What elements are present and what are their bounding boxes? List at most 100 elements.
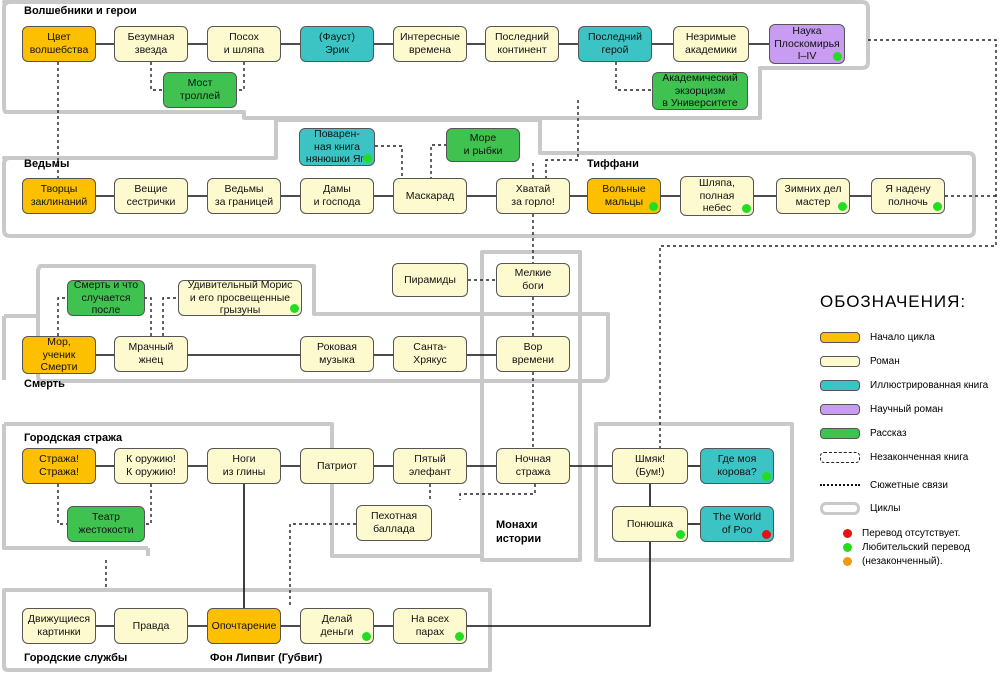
book-node[interactable]: На всех парах: [393, 608, 467, 644]
book-title: Зимних дел мастер: [784, 183, 842, 208]
book-node[interactable]: Мрачный жнец: [114, 336, 188, 372]
book-node[interactable]: Вор времени: [496, 336, 570, 372]
book-node[interactable]: Патриот: [300, 448, 374, 484]
book-node[interactable]: Мелкие боги: [496, 263, 570, 297]
book-title: Безумная звезда: [127, 31, 175, 56]
book-node[interactable]: Вольные мальцы: [587, 178, 661, 214]
legend-note-red: Перевод отсутствует.: [843, 528, 960, 539]
legend-label: Рассказ: [870, 427, 907, 439]
book-node[interactable]: Шмяк! (Бум!): [612, 448, 688, 484]
book-node[interactable]: К оружию! К оружию!: [114, 448, 188, 484]
book-node[interactable]: Смерть и что случается после: [67, 279, 145, 316]
plot-link: [57, 297, 67, 336]
book-node[interactable]: Делай деньги: [300, 608, 374, 644]
book-title: Движущиеся картинки: [27, 613, 91, 638]
book-node[interactable]: Театр жестокости: [67, 506, 145, 542]
book-node[interactable]: Поварен- ная книга нянюшки Ягг: [299, 128, 375, 166]
plot-link: [459, 484, 536, 500]
book-node[interactable]: Зимних дел мастер: [776, 178, 850, 214]
book-title: Вещие сестрички: [126, 183, 176, 208]
book-node[interactable]: Стража! Стража!: [22, 448, 96, 484]
plot-link: [659, 39, 997, 448]
green-dot-icon: [362, 632, 371, 641]
book-node[interactable]: Санта- Хрякус: [393, 336, 467, 372]
plot-link: [57, 484, 67, 525]
legend-label: Иллюстрированная книга: [870, 379, 989, 391]
book-node[interactable]: Мор, ученик Смерти: [22, 336, 96, 374]
plot-link: [145, 484, 152, 525]
cycle-label-death: Смерть: [24, 378, 65, 390]
book-node[interactable]: Дамы и господа: [300, 178, 374, 214]
cycle-label-wizards: Волшебники и герои: [24, 5, 137, 17]
book-title: Творцы заклинаний: [30, 183, 88, 208]
plot-link: [430, 144, 483, 178]
cycle-label-moist-von-lipwig: Фон Липвиг (Губвиг): [210, 652, 323, 664]
book-node[interactable]: Интересные времена: [393, 26, 467, 62]
book-title: Последний континент: [494, 31, 550, 56]
book-node[interactable]: Понюшка: [612, 506, 688, 542]
book-node[interactable]: Безумная звезда: [114, 26, 188, 62]
book-title: К оружию! К оружию!: [126, 453, 176, 478]
legend-label: Сюжетные связи: [870, 479, 948, 491]
book-title: Делай деньги: [320, 613, 354, 638]
legend-item-story: Рассказ: [820, 426, 907, 440]
book-node[interactable]: Незримые академики: [673, 26, 749, 62]
book-node[interactable]: Цвет волшебства: [22, 26, 96, 62]
book-node[interactable]: Мост троллей: [163, 72, 237, 108]
book-node[interactable]: The World of Poo: [700, 506, 774, 542]
book-title: The World of Poo: [712, 511, 762, 536]
book-node[interactable]: Последний герой: [578, 26, 652, 62]
legend-item-novel: Роман: [820, 354, 900, 368]
book-node[interactable]: Пирамиды: [392, 263, 468, 297]
book-node[interactable]: Хватай за горло!: [496, 178, 570, 214]
book-title: Правда: [132, 619, 170, 632]
plot-link: [150, 62, 163, 91]
sequence-line: [467, 542, 651, 627]
book-node[interactable]: Роковая музыка: [300, 336, 374, 372]
book-title: Наука Плоскомирья I–IV: [774, 25, 840, 63]
book-title: Театр жестокости: [78, 511, 134, 536]
legend-title: ОБОЗНАЧЕНИЯ:: [820, 292, 967, 311]
book-node[interactable]: Удивительный Морис и его просвещенные гр…: [178, 279, 302, 317]
book-node[interactable]: Где моя корова?: [700, 448, 774, 484]
book-title: Санта- Хрякус: [413, 341, 447, 366]
book-node[interactable]: Академический экзорцизм в Университете: [652, 72, 748, 110]
book-title: Опочтарение: [211, 619, 277, 632]
book-node[interactable]: Последний континент: [485, 26, 559, 62]
book-node[interactable]: Ночная стража: [496, 448, 570, 484]
book-title: Где моя корова?: [717, 453, 757, 478]
book-node[interactable]: Творцы заклинаний: [22, 178, 96, 214]
book-node[interactable]: Шляпа, полная небес: [680, 176, 754, 216]
book-node[interactable]: Пехотная баллада: [356, 505, 432, 541]
legend-item-unfinished: Незаконченная книга: [820, 450, 968, 464]
book-node[interactable]: Вещие сестрички: [114, 178, 188, 214]
legend-label: Незаконченная книга: [870, 451, 969, 463]
cycle-label-witches: Ведьмы: [24, 158, 70, 170]
book-node[interactable]: Движущиеся картинки: [22, 608, 96, 644]
book-node[interactable]: (Фауст) Эрик: [300, 26, 374, 62]
green-dot-icon: [649, 202, 658, 211]
book-node[interactable]: Опочтарение: [207, 608, 281, 644]
book-node[interactable]: Наука Плоскомирья I–IV: [769, 24, 845, 64]
book-node[interactable]: Море и рыбки: [446, 128, 520, 162]
legend-note-text: Любительский перевод: [862, 542, 970, 553]
legend-swatch-novel: [820, 355, 860, 367]
book-node[interactable]: Ведьмы за границей: [207, 178, 281, 214]
book-title: Маскарад: [405, 189, 455, 202]
book-title: Ноги из глины: [222, 453, 266, 478]
book-node[interactable]: Правда: [114, 608, 188, 644]
book-node[interactable]: Ноги из глины: [207, 448, 281, 484]
book-title: Удивительный Морис и его просвещенные гр…: [187, 279, 293, 317]
legend-label: Циклы: [870, 502, 901, 514]
book-title: Стража! Стража!: [39, 453, 79, 478]
book-node[interactable]: Маскарад: [393, 178, 467, 214]
book-node[interactable]: Пятый элефант: [393, 448, 467, 484]
plot-link: [237, 62, 245, 91]
book-title: Роковая музыка: [317, 341, 357, 366]
book-node[interactable]: Посох и шляпа: [207, 26, 281, 62]
book-title: Хватай за горло!: [511, 183, 555, 208]
green-dot-icon: [455, 632, 464, 641]
book-node[interactable]: Я надену полночь: [871, 178, 945, 214]
